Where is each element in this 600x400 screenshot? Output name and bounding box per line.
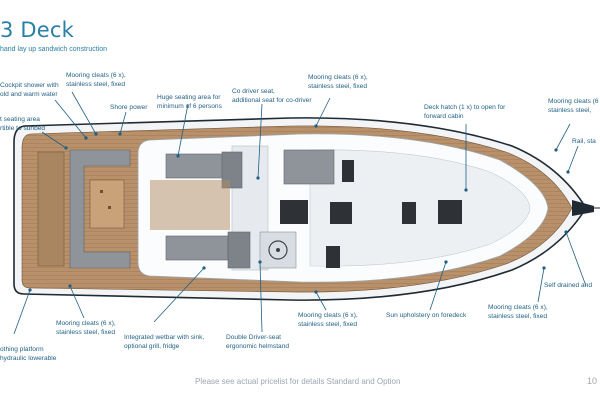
callout-mooring-cleats-top-left: Mooring cleats (6 x), stainless steel, f… bbox=[66, 72, 126, 88]
callout-cockpit-shower: Cockpit shower with old and warm water bbox=[0, 82, 59, 98]
roof-hatch bbox=[326, 246, 340, 268]
callout-mooring-cleats-bottom-left: Mooring cleats (6 x), stainless steel, f… bbox=[56, 320, 116, 336]
wetbar-unit bbox=[165, 235, 229, 261]
callout-mooring-cleats-bottom-right: Mooring cleats (6 x), stainless steel, f… bbox=[488, 304, 548, 320]
cockpit-table bbox=[89, 179, 125, 229]
callout-mooring-cleats-top-right: Mooring cleats (6 stainless steel, bbox=[548, 98, 599, 114]
lounge-teak-floor bbox=[150, 180, 230, 230]
callout-double-driver-seat: Double Driver-seat ergonomic helmstand bbox=[226, 334, 290, 350]
foredeck-hatch bbox=[438, 200, 462, 224]
callout-sun-upholstery: Sun upholstery on foredeck bbox=[386, 312, 467, 319]
cockpit-u-seating bbox=[69, 149, 131, 269]
foredeck-hatch bbox=[402, 202, 416, 224]
callout-huge-seating-area: Huge seating area for minimum of 6 perso… bbox=[157, 94, 222, 110]
callout-deck-hatch: Deck hatch (1 x) to open for forward cab… bbox=[424, 104, 506, 120]
footer-note: Please see actual pricelist for details … bbox=[195, 377, 401, 386]
callout-mooring-cleats-top-center: Mooring cleats (6 x), stainless steel, f… bbox=[308, 74, 368, 90]
transom bbox=[37, 151, 65, 267]
callout-mooring-cleats-bottom-center: Mooring cleats (6 x), stainless steel, f… bbox=[298, 312, 358, 328]
callout-shore-power: Shore power bbox=[110, 104, 148, 111]
page-title: 3 Deck bbox=[0, 18, 75, 42]
callout-seating-area-sunbed: t seating area rtible to sunbed bbox=[0, 116, 46, 132]
roof-hatch bbox=[330, 202, 352, 224]
foredeck-panel bbox=[309, 149, 531, 267]
callout-rail: Rail, sta bbox=[572, 138, 596, 145]
roof-hatch bbox=[280, 200, 308, 224]
roof-hatch bbox=[342, 160, 354, 182]
callout-self-drained: Self drained and bbox=[544, 282, 593, 289]
callout-bathing-platform: othing platform hydraulic lowerable bbox=[0, 346, 57, 362]
callout-co-driver-seat: Co driver seat, additional seat for co-d… bbox=[232, 88, 312, 104]
roof-panel bbox=[283, 149, 335, 185]
callout-wetbar: Integrated wetbar with sink, optional gr… bbox=[124, 334, 205, 350]
page-subtitle: hand lay up sandwich construction bbox=[0, 46, 108, 53]
page-number: 10 bbox=[587, 376, 598, 386]
huge-seating-area bbox=[165, 153, 229, 179]
